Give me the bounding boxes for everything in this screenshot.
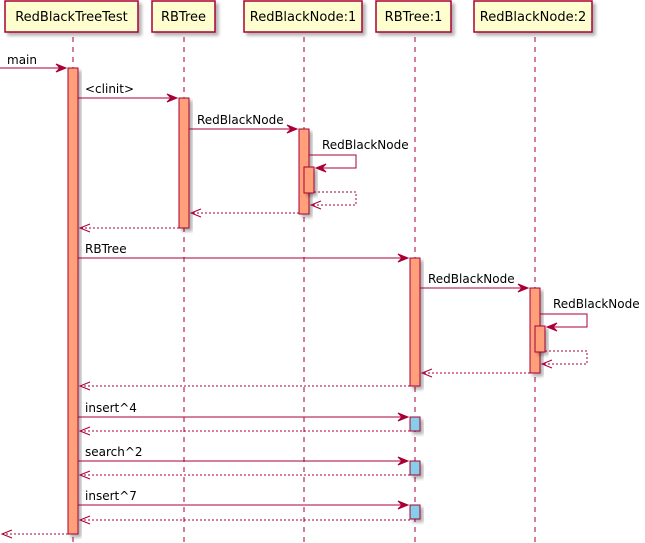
participant-label: RBTree:1: [385, 10, 443, 25]
participants: RedBlackTreeTest RBTree RedBlackNode:1 R…: [4, 0, 593, 33]
message-label: search^2: [85, 445, 143, 459]
message-label: RedBlackNode: [197, 113, 284, 127]
activation-rbtree-1-constructor: [409, 257, 421, 387]
participant-label: RedBlackTreeTest: [15, 10, 128, 25]
message-redblacknode-1-self-return[interactable]: [309, 191, 357, 210]
message-return-main[interactable]: [0, 529, 68, 539]
message-return-rbtree[interactable]: [78, 223, 179, 233]
activation-rbtree-1-search2: [409, 460, 421, 476]
message-label: RedBlackNode: [322, 138, 409, 152]
activation-rbtree-1-insert7: [409, 504, 421, 520]
message-insert-4[interactable]: insert^4: [78, 401, 410, 422]
message-label: RBTree: [85, 242, 127, 256]
message-label: insert^4: [85, 401, 137, 415]
message-label: <clinit>: [85, 82, 134, 96]
activation-redblacktreetest-main: [67, 67, 79, 535]
message-label: RedBlackNode: [553, 297, 640, 311]
message-clinit[interactable]: <clinit>: [78, 82, 179, 103]
participant-label: RedBlackNode:1: [250, 10, 356, 25]
activation-redblacknode-2-self: [534, 325, 546, 353]
message-label: insert^7: [85, 489, 137, 503]
participant-redblacknode-1[interactable]: RedBlackNode:1: [243, 0, 363, 33]
participant-redblacknode-2[interactable]: RedBlackNode:2: [473, 0, 593, 33]
message-return-rbtree-constructor[interactable]: [78, 381, 410, 391]
message-return-redblacknode-2[interactable]: [420, 368, 530, 378]
message-rbtree-constructor[interactable]: RBTree: [78, 242, 410, 263]
message-return-insert-7[interactable]: [78, 515, 410, 525]
participant-rbtree-1[interactable]: RBTree:1: [375, 0, 452, 33]
activation-redblacknode-1-self: [303, 166, 315, 194]
message-insert-7[interactable]: insert^7: [78, 489, 410, 510]
participant-redblacktreetest[interactable]: RedBlackTreeTest: [4, 0, 139, 33]
message-label: main: [7, 53, 37, 67]
message-redblacknode-2[interactable]: RedBlackNode: [420, 272, 530, 293]
participant-label: RedBlackNode:2: [480, 10, 586, 25]
activation-rbtree-clinit: [178, 97, 190, 229]
message-redblacknode-2-self-return[interactable]: [540, 350, 588, 369]
message-return-insert-4[interactable]: [78, 426, 410, 436]
lifelines: [72, 37, 536, 543]
participant-label: RBTree: [161, 10, 206, 25]
participant-rbtree[interactable]: RBTree: [151, 0, 216, 33]
message-return-search-2[interactable]: [78, 470, 410, 480]
activations: [67, 67, 546, 535]
message-redblacknode-1-self[interactable]: RedBlackNode: [309, 138, 409, 173]
message-search-2[interactable]: search^2: [78, 445, 410, 466]
message-return-redblacknode-1[interactable]: [189, 208, 299, 218]
message-main[interactable]: main: [0, 53, 68, 73]
message-redblacknode-1[interactable]: RedBlackNode: [189, 113, 299, 134]
message-redblacknode-2-self[interactable]: RedBlackNode: [540, 297, 640, 332]
activation-rbtree-1-insert4: [409, 416, 421, 432]
messages: main <clinit> RedBlackNode RedBlackNode: [0, 53, 640, 539]
message-label: RedBlackNode: [428, 272, 515, 286]
